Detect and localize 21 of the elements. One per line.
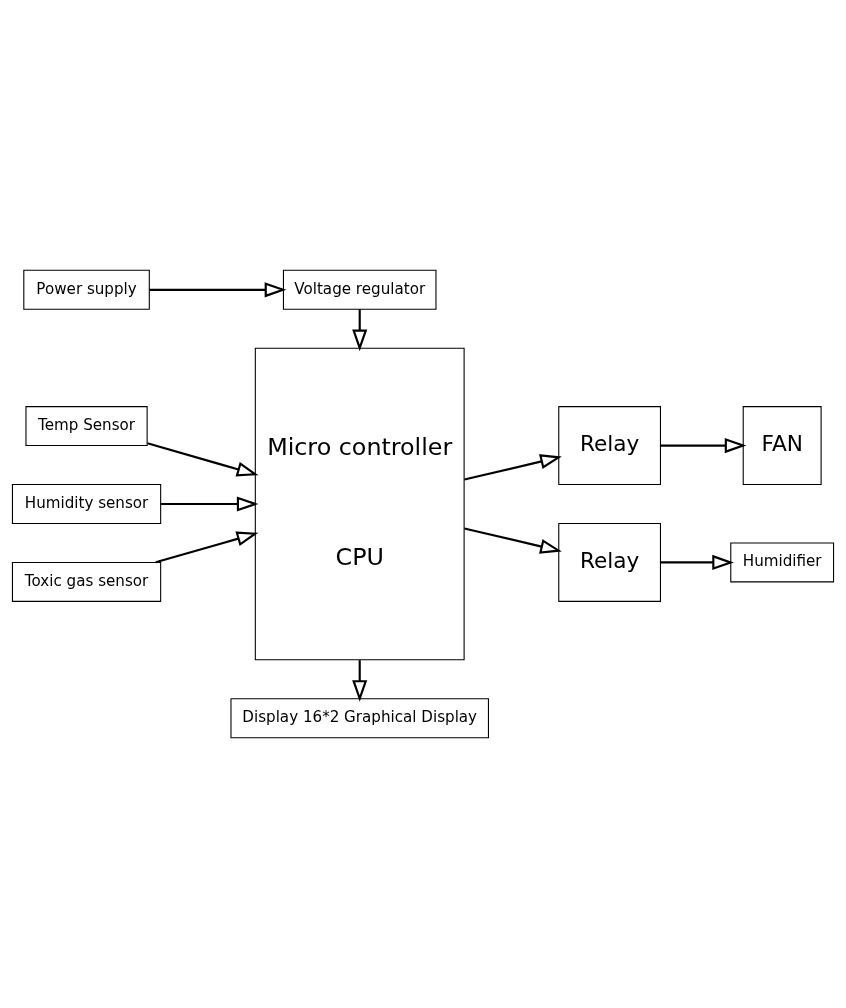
node-box: FAN	[742, 406, 822, 486]
node-box: Relay	[558, 406, 661, 486]
arrow	[352, 660, 368, 702]
node-box: Voltage regulator	[282, 269, 437, 310]
node-box: Toxic gas sensor	[11, 561, 162, 602]
arrow	[147, 442, 259, 477]
arrow	[464, 527, 562, 554]
arrow	[660, 554, 734, 570]
node-box: Micro controller CPU	[254, 347, 465, 661]
arrow	[352, 309, 368, 352]
arrow	[160, 496, 259, 512]
arrow	[155, 531, 259, 564]
arrow	[464, 454, 562, 481]
node-box: Temp Sensor	[25, 406, 148, 447]
node-box: Relay	[558, 522, 661, 602]
node-box: Humidity sensor	[11, 484, 162, 524]
node-box: Display 16*2 Graphical Display	[230, 698, 489, 739]
arrow	[149, 282, 287, 298]
arrow	[660, 438, 747, 454]
node-box: Power supply	[23, 269, 150, 310]
node-box: Humidifier	[730, 542, 835, 583]
